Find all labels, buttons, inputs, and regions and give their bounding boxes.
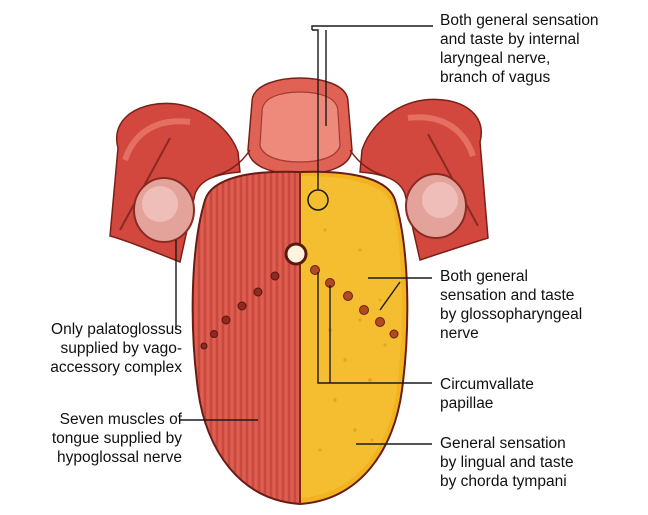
label-hypoglossal: Seven muscles of tongue supplied by hypo…: [6, 410, 182, 467]
label-lingual-chorda-tympani: General sensation by lingual and taste b…: [440, 434, 574, 491]
label-line: by lingual and taste: [440, 453, 574, 472]
label-line: tongue supplied by: [6, 429, 182, 448]
label-line: accessory complex: [6, 358, 182, 377]
label-line: Both general: [440, 267, 582, 286]
label-line: and taste by internal: [440, 30, 599, 49]
label-line: Seven muscles of: [6, 410, 182, 429]
label-line: papillae: [440, 394, 534, 413]
label-line: hypoglossal nerve: [6, 448, 182, 467]
label-line: branch of vagus: [440, 68, 599, 87]
label-line: by chorda tympani: [440, 472, 574, 491]
label-internal-laryngeal: Both general sensation and taste by inte…: [440, 11, 599, 87]
label-line: Circumvallate: [440, 375, 534, 394]
label-glossopharyngeal: Both general sensation and taste by glos…: [440, 267, 582, 343]
label-palatoglossus: Only palatoglossus supplied by vago- acc…: [6, 320, 182, 377]
epiglottis: [215, 78, 385, 176]
label-line: General sensation: [440, 434, 574, 453]
label-line: Both general sensation: [440, 11, 599, 30]
label-line: by glossopharyngeal: [440, 305, 582, 324]
label-line: supplied by vago-: [6, 339, 182, 358]
foramen-caecum: [286, 244, 306, 264]
label-line: nerve: [440, 324, 582, 343]
label-line: laryngeal nerve,: [440, 49, 599, 68]
label-line: Only palatoglossus: [6, 320, 182, 339]
label-line: sensation and taste: [440, 286, 582, 305]
label-circumvallate-papillae: Circumvallate papillae: [440, 375, 534, 413]
